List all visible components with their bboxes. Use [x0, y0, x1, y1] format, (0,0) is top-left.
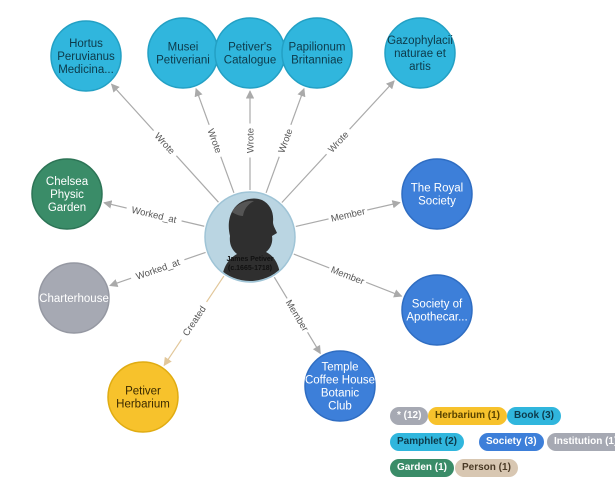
- edge-label-text: Wrote: [277, 127, 296, 154]
- node-circle[interactable]: [31, 158, 103, 230]
- node-label: Society: [418, 196, 456, 208]
- edge-label-hortus: Wrote: [149, 125, 182, 160]
- node-circle[interactable]: [304, 350, 376, 422]
- edge-label-bg: [149, 125, 182, 160]
- edge-label-text: Member: [330, 206, 366, 225]
- edge-label-musei: Wrote: [203, 122, 228, 159]
- legend-chip[interactable]: Book (3): [507, 407, 561, 425]
- node-label: Club: [328, 401, 352, 413]
- node-circle[interactable]: [38, 262, 110, 334]
- node-label: Gazophylacii: [387, 35, 453, 47]
- node-circle[interactable]: [401, 158, 473, 230]
- edge-label-chelsea: Worked_at: [125, 201, 184, 227]
- legend-panel: * (12)Herbarium (1)Book (3) Pamphlet (2) S…: [381, 400, 615, 496]
- node-label: Britanniae: [291, 55, 343, 67]
- legend-chip[interactable]: Garden (1): [390, 459, 455, 477]
- node-label: Coffee House: [305, 375, 375, 387]
- node-label: Petiver's: [228, 42, 272, 54]
- edge-label-bg: [327, 203, 369, 225]
- node-label: Petiveriani: [156, 55, 210, 67]
- center-node[interactable]: James Petiver (c.1665-1718): [204, 191, 296, 283]
- legend-chip[interactable]: Society (3): [479, 433, 544, 451]
- legend-chip[interactable]: Pamphlet (2): [390, 433, 465, 451]
- legend-chip[interactable]: Person (1): [455, 459, 518, 477]
- edge-label-bg: [321, 124, 354, 159]
- edge-label-bg: [243, 123, 256, 158]
- legend-chip[interactable]: Institution (1): [547, 433, 615, 451]
- center-node-dates: (c.1665-1718): [228, 265, 272, 272]
- node-circle[interactable]: [401, 274, 473, 346]
- edge-label-apothecaries: Member: [327, 261, 369, 288]
- node-label: Papilionum: [289, 42, 346, 54]
- node-label: Temple: [321, 362, 358, 374]
- edge-label-bg: [281, 294, 314, 336]
- edge-label-temple: Member: [281, 294, 314, 336]
- edge-label-bg: [128, 253, 187, 284]
- node-label: Catalogue: [224, 55, 276, 67]
- edge-label-bg: [327, 261, 369, 288]
- edge-label-gazophylacii: Wrote: [321, 124, 354, 159]
- node-apothecaries[interactable]: Society ofApothecar...: [401, 274, 473, 346]
- node-charterhouse[interactable]: Charterhouse: [38, 262, 110, 334]
- edge-label-text: Worked_at: [135, 257, 182, 282]
- edge-label-catalogue: Wrote: [243, 123, 257, 158]
- edge-label-text: Wrote: [246, 128, 257, 153]
- edge-label-bg: [203, 122, 228, 159]
- edge-label-charterhouse: Worked_at: [128, 253, 187, 284]
- node-label: Medicina...: [58, 64, 114, 76]
- edge-label-bg: [125, 201, 184, 227]
- node-circle[interactable]: [384, 17, 456, 89]
- legend-chip[interactable]: Herbarium (1): [428, 407, 508, 425]
- silhouette-portrait-icon: [222, 198, 281, 281]
- node-label: Peruvianus: [57, 51, 115, 63]
- edge-label-bg: [175, 298, 212, 343]
- edge-label-bg: [272, 122, 297, 159]
- node-label: Chelsea: [46, 176, 89, 188]
- node-label: Physic: [50, 189, 84, 201]
- edge-label-herbarium: Created: [175, 298, 212, 343]
- node-circle[interactable]: [107, 361, 179, 433]
- node-label: Charterhouse: [39, 293, 109, 305]
- edge-label-royal: Member: [327, 203, 369, 225]
- node-circle[interactable]: [281, 17, 353, 89]
- node-label: Herbarium: [116, 399, 170, 411]
- legend-chip[interactable]: * (12): [390, 407, 429, 425]
- edge-label-text: Member: [283, 298, 310, 334]
- node-label: Hortus: [69, 38, 103, 50]
- node-label: Petiver: [125, 386, 161, 398]
- edge-label-papilionum: Wrote: [272, 122, 297, 159]
- node-label: Society of: [412, 299, 463, 311]
- node-label: Apothecar...: [406, 312, 467, 324]
- node-label: naturae et: [394, 48, 447, 60]
- edge-label-text: Wrote: [205, 127, 224, 154]
- node-label: Garden: [48, 202, 86, 214]
- center-node-name: James Petiver: [226, 256, 273, 263]
- node-label: Botanic: [321, 388, 360, 400]
- node-label: The Royal: [411, 183, 463, 195]
- node-label: artis: [409, 61, 431, 73]
- node-circle[interactable]: [50, 20, 122, 92]
- node-label: Musei: [168, 42, 199, 54]
- node-hortus[interactable]: HortusPeruvianusMedicina...: [50, 20, 122, 92]
